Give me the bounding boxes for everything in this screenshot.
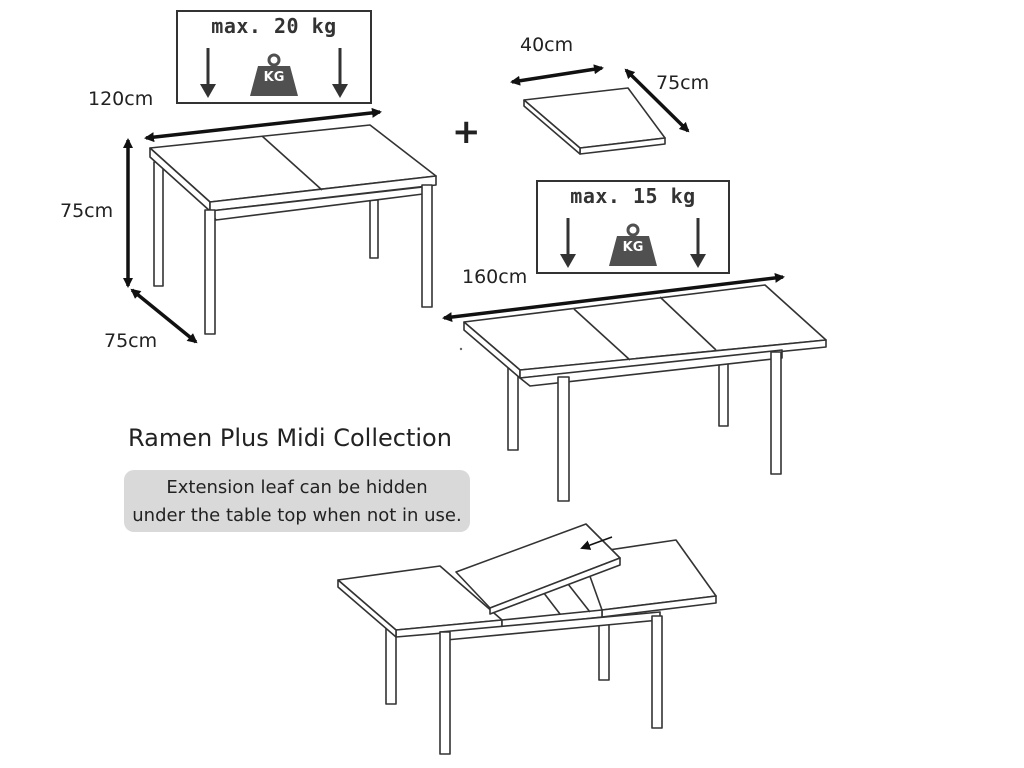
small-table-width-label: 120cm <box>88 88 154 110</box>
extended-table-dimension-arrow <box>442 272 785 323</box>
leaf-dimension-arrows <box>510 64 690 133</box>
leaf-depth-label: 75cm <box>656 72 710 94</box>
leaf-direction-arrow <box>580 536 613 550</box>
small-table-height-label: 75cm <box>60 200 114 222</box>
weight-icon: KG <box>248 52 300 98</box>
small-table-depth-label: 75cm <box>104 330 158 352</box>
extended-table-drawing <box>463 284 827 502</box>
note-line-2: under the table top when not in use. <box>132 505 462 526</box>
leaf-width-label: 40cm <box>520 34 574 56</box>
plus-sign: + <box>452 112 481 152</box>
down-arrow-icon <box>332 48 348 98</box>
note-line-1: Extension leaf can be hidden <box>166 477 428 498</box>
small-table-max-load-label: max. 20 kg <box>211 14 337 38</box>
collection-title: Ramen Plus Midi Collection <box>128 424 452 452</box>
small-table-drawing <box>149 124 437 335</box>
extension-leaf-note: Extension leaf can be hidden under the t… <box>124 470 470 532</box>
weight-icon: KG <box>607 222 659 268</box>
extended-table-max-load-box: max. 15 kg KG <box>536 180 730 274</box>
extension-leaf-drawing <box>523 87 666 155</box>
opening-table-drawing <box>337 523 717 755</box>
small-table-dimension-arrows <box>123 107 382 344</box>
stray-dot <box>459 347 463 351</box>
down-arrow-icon <box>200 48 216 98</box>
extended-table-width-label: 160cm <box>462 266 528 288</box>
extended-table-max-load-label: max. 15 kg <box>570 184 696 208</box>
weight-icon-text: KG <box>263 70 285 85</box>
down-arrow-icon <box>690 218 706 268</box>
down-arrow-icon <box>560 218 576 268</box>
weight-icon-text: KG <box>622 240 644 255</box>
small-table-max-load-box: max. 20 kg KG <box>176 10 372 104</box>
